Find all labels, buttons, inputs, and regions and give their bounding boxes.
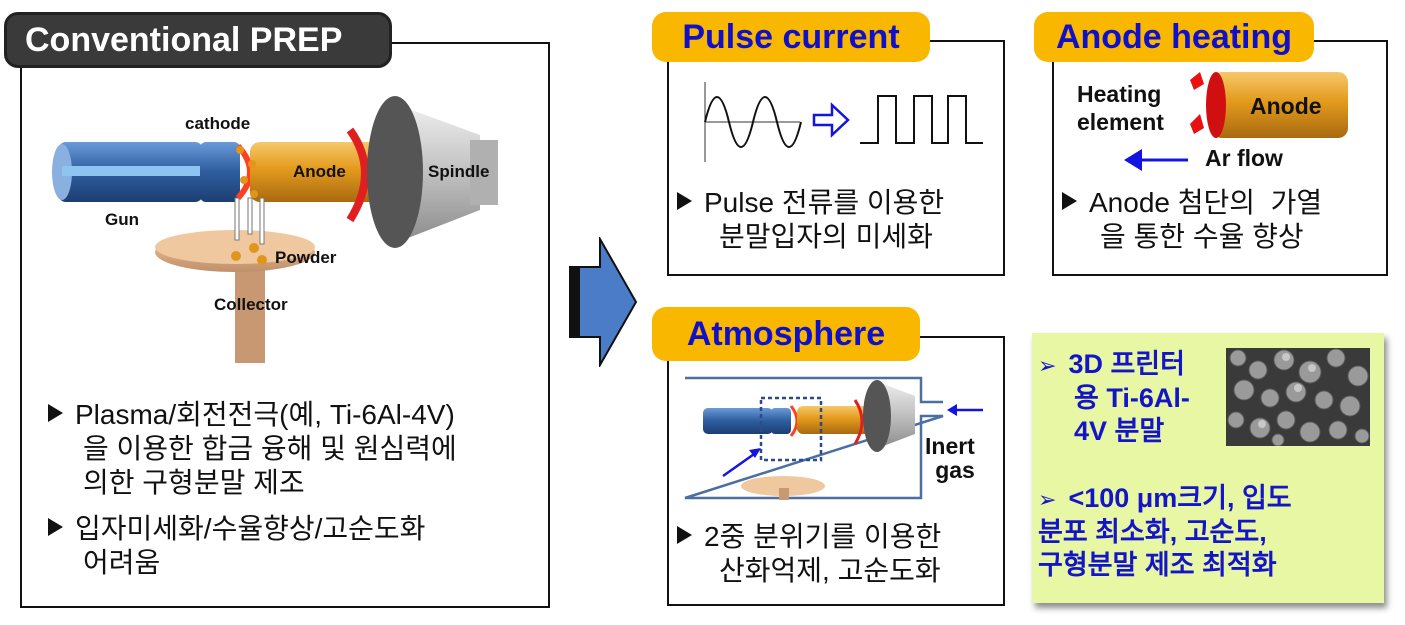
ar-flow-label: Ar flow — [1205, 145, 1283, 171]
pulse-current-title: Pulse current — [652, 12, 930, 62]
anode-heating-diagram — [1190, 72, 1348, 138]
ar-flow-arrow-icon — [1124, 149, 1188, 171]
atmosphere-title: Atmosphere — [652, 307, 920, 361]
pulse-bullet: Pulse 전류를 이용한 분말입자의 미세화 — [677, 186, 944, 254]
label-collector: Collector — [214, 295, 288, 314]
chevron-bullet-icon: ➢ — [1038, 487, 1057, 512]
rotation-arrow — [346, 127, 369, 223]
sem-powder-image — [1226, 348, 1370, 446]
chevron-bullet-icon: ➢ — [1038, 353, 1057, 378]
pointer-arrow-icon — [722, 450, 758, 478]
square-wave — [860, 95, 983, 144]
label-powder: Powder — [275, 248, 337, 267]
heating-element-label: Heating element — [1077, 81, 1164, 135]
bullet-triangle-icon — [1062, 192, 1077, 210]
collector-stem — [235, 265, 265, 363]
anode-label-heating: Anode — [1250, 93, 1322, 119]
label-gun: Gun — [105, 210, 139, 229]
sine-wave — [704, 96, 802, 148]
drop-arrows — [234, 197, 265, 245]
label-cathode: cathode — [185, 114, 251, 133]
heating-element-icon — [1190, 114, 1204, 134]
bullet-triangle-icon — [48, 518, 63, 536]
pulse-current-panel — [667, 40, 1005, 276]
anode-heating-title: Anode heating — [1034, 12, 1314, 62]
inert-gas-label: Inert gas — [925, 433, 975, 483]
conventional-bullet-1: Plasma/회전전극(예, Ti-6Al-4V) 을 이용한 합금 융해 및 … — [48, 398, 457, 500]
chamber-outline — [684, 376, 944, 500]
big-right-arrow-icon — [569, 237, 638, 367]
atmosphere-bullet: 2중 분위기를 이용한 산화억제, 고순도화 — [677, 520, 941, 588]
bullet-triangle-icon — [48, 404, 63, 422]
result-item-1: ➢3D 프린터 용 Ti-6Al- 4V 분말 — [1038, 349, 1190, 446]
waveform-diagram — [704, 82, 983, 162]
heating-element-icon — [1190, 72, 1204, 90]
result-item-2: ➢<100 μm크기, 입도 분포 최소화, 고순도, 구형분말 제조 최적화 — [1038, 483, 1292, 580]
hollow-arrow-icon — [812, 102, 850, 138]
atmosphere-chamber-diagram — [684, 376, 983, 500]
bullet-triangle-icon — [677, 526, 692, 544]
prep-apparatus-diagram — [52, 96, 498, 363]
bullet-triangle-icon — [677, 192, 692, 210]
zoom-region-dashed — [759, 396, 823, 462]
atmosphere-panel — [667, 336, 1005, 606]
conventional-bullet-2: 입자미세화/수율향상/고순도화 어려움 — [48, 512, 425, 580]
label-spindle: Spindle — [428, 162, 490, 181]
label-anode: Anode — [293, 162, 346, 181]
anode-heating-bullet: Anode 첨단의 가열 을 통한 수율 향상 — [1062, 186, 1322, 254]
powder-particles — [231, 146, 267, 265]
conventional-prep-title: Conventional PREP — [4, 12, 392, 68]
